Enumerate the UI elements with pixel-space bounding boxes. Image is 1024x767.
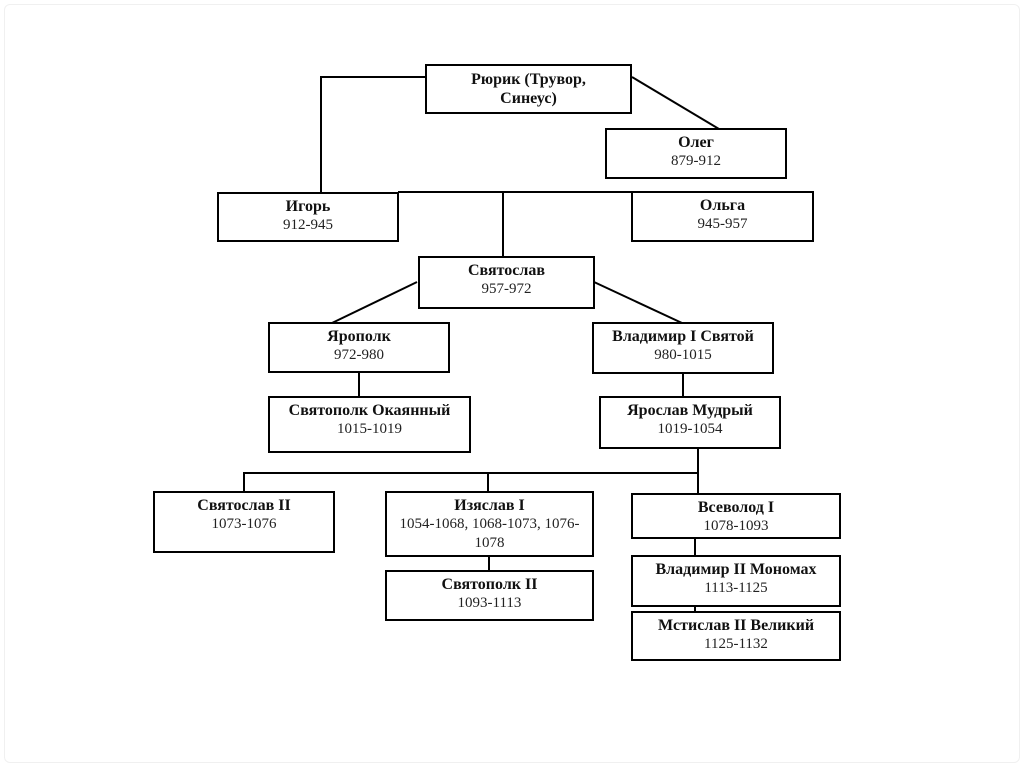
connector-bus-svyatoslav2	[243, 474, 245, 492]
person-years: 1113-1125	[704, 580, 768, 596]
person-years: 1054-1068, 1068-1073, 1076-1078	[399, 516, 580, 551]
person-name: Игорь	[285, 198, 331, 215]
person-name: Ярослав Мудрый	[627, 402, 753, 419]
person-years: 1125-1132	[704, 636, 768, 652]
node-vladimir1: Владимир I Святой 980-1015	[592, 322, 774, 374]
connector-vsevolod-vladimir2	[694, 538, 696, 556]
node-igor: Игорь 912-945	[217, 192, 399, 242]
node-mstislav2-veliky: Мстислав II Великий 1125-1132	[631, 611, 841, 661]
person-years: 1073-1076	[211, 516, 277, 532]
node-svyatopolk-okayanny: Святополк Окаянный 1015-1019	[268, 396, 471, 453]
person-years: 1078-1093	[703, 518, 769, 534]
connector-yaropolk-svyatopolk	[358, 372, 360, 396]
person-name: Святослав	[467, 262, 545, 279]
person-years: 1019-1054	[657, 421, 723, 437]
person-name: Изяслав I	[454, 497, 525, 514]
slide-border	[4, 4, 1020, 763]
person-name: Святополк Окаянный	[288, 402, 451, 419]
node-oleg: Олег 879-912	[605, 128, 787, 179]
node-vladimir2-monomakh: Владимир II Мономах 1113-1125	[631, 555, 841, 607]
person-name: Мстислав II Великий	[657, 617, 815, 634]
node-svyatoslav2: Святослав II 1073-1076	[153, 491, 335, 553]
connector-igor-svyatoslav	[502, 192, 504, 256]
person-years: 1015-1019	[337, 421, 402, 437]
node-rurik: Рюрик (Трувор, Синеус)	[425, 64, 632, 114]
person-name: Владимир I Святой	[612, 328, 754, 345]
connector-igor-olga	[398, 191, 631, 193]
connector-bus-vsevolod1	[697, 474, 699, 494]
connector-vladimir2-mstislav	[694, 606, 696, 612]
person-name: Олег	[678, 134, 714, 151]
person-name: Ярополк	[327, 328, 391, 345]
node-izyaslav1: Изяслав I 1054-1068, 1068-1073, 1076-107…	[385, 491, 594, 557]
connector-yaroslav-bus	[697, 448, 699, 474]
connector-vladimir1-yaroslav	[682, 373, 684, 396]
person-years: 957-972	[481, 281, 532, 297]
person-name: Всеволод I	[697, 499, 775, 516]
person-years: 980-1015	[654, 347, 712, 363]
node-yaropolk: Ярополк 972-980	[268, 322, 450, 373]
connector-rurik-left	[321, 76, 425, 78]
node-svyatopolk2: Святополк II 1093-1113	[385, 570, 594, 621]
connector-bus-izyaslav1	[487, 474, 489, 492]
person-years: 912-945	[283, 217, 333, 233]
person-name: Святополк II	[441, 576, 538, 593]
node-svyatoslav: Святослав 957-972	[418, 256, 595, 309]
person-name: Ольга	[699, 197, 746, 214]
person-years: 945-957	[697, 216, 748, 232]
connector-children-bus	[243, 472, 699, 474]
node-vsevolod1: Всеволод I 1078-1093	[631, 493, 841, 539]
person-years: 972-980	[334, 347, 384, 363]
person-years: 1093-1113	[457, 595, 522, 611]
node-yaroslav-mudry: Ярослав Мудрый 1019-1054	[599, 396, 781, 449]
person-name: Рюрик (Трувор, Синеус)	[471, 71, 586, 107]
connector-rurik-igor	[320, 76, 322, 192]
connector-izyaslav-svyatopolk2	[488, 556, 490, 571]
person-years: 879-912	[671, 153, 721, 169]
person-name: Святослав II	[197, 497, 291, 514]
node-olga: Ольга 945-957	[631, 191, 814, 242]
person-name: Владимир II Мономах	[655, 561, 817, 578]
